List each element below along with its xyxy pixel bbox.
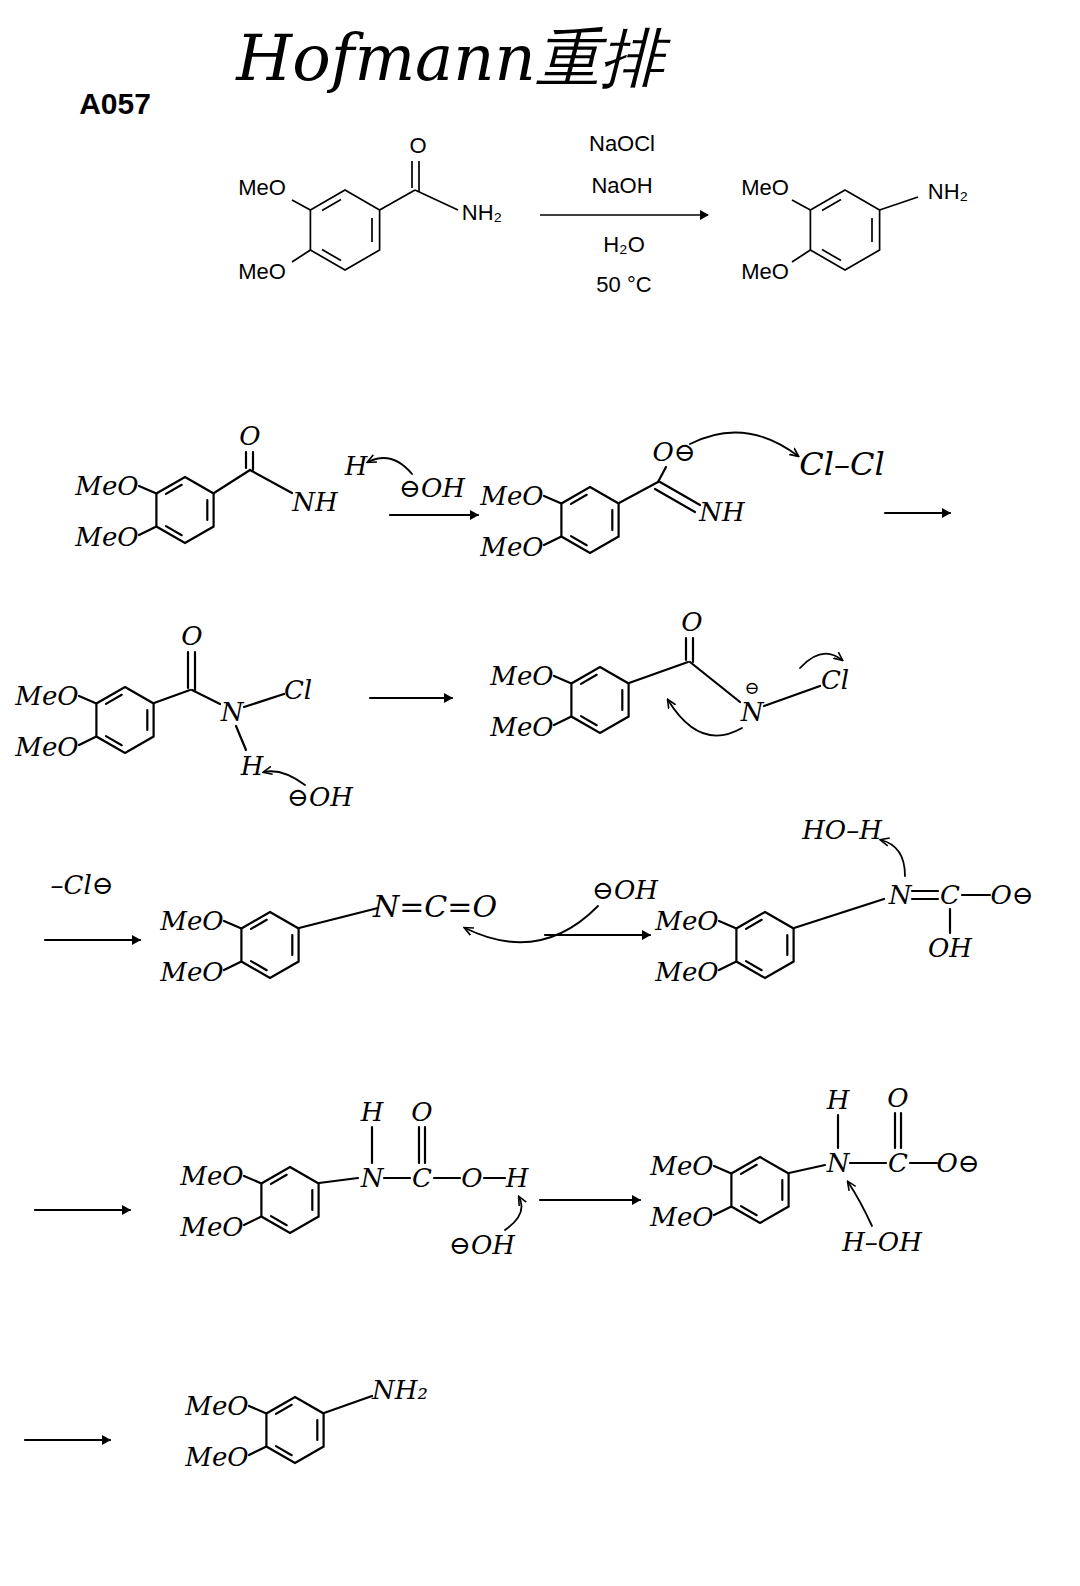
atom-label: MeO [160,907,223,936]
atom-label: H [241,752,264,781]
reagent-label: NaOCl [589,132,655,156]
atom-label: O [409,134,426,158]
atom-label: O⊖ [652,438,695,467]
compound-number: A057 [79,87,151,120]
atom-label: O [461,1164,482,1193]
atom-label: Cl [284,676,312,705]
atom-label: MeO [15,682,78,711]
atom-label: H [361,1098,384,1127]
atom-label: N [741,698,764,727]
atom-label: –Cl⊖ [51,871,114,900]
page-title: Hofmann重排 [236,23,663,93]
atom-label: Cl [821,666,849,695]
atom-label: H [827,1086,850,1115]
atom-label: MeO [490,713,553,742]
atom-label: NH₂ [928,180,968,204]
atom-label: N [361,1164,384,1193]
atom-label: N=C=O [373,890,497,923]
atom-label: ⊖OH [287,783,353,812]
atom-label: N [221,698,244,727]
atom-label: MeO [480,533,543,562]
reagent-label: NaOH [591,174,652,198]
atom-label: O [887,1084,908,1113]
atom-label: ⊖OH [592,876,658,905]
atom-label: OH [928,934,972,963]
atom-label: NH₂ [372,1376,428,1405]
atom-label: MeO [741,260,789,284]
atom-label: ⊖OH [449,1231,515,1260]
atom-label: MeO [650,1152,713,1181]
atom-label: MeO [741,176,789,200]
atom-label: N [889,881,912,910]
atom-label: C [888,1149,908,1178]
atom-label: C [412,1164,432,1193]
atom-label: NH₂ [462,201,502,225]
atom-label: MeO [180,1162,243,1191]
atom-label: MeO [160,958,223,987]
reagent-label: H₂O [603,233,645,257]
atom-label: ⊖ [744,678,759,698]
atom-label: O [411,1098,432,1127]
atom-label: O [239,422,260,451]
atom-label: MeO [75,472,138,501]
atom-label: MeO [650,1203,713,1232]
atom-label: MeO [15,733,78,762]
atom-label: C [940,881,960,910]
atom-label: NH [292,488,337,517]
atom-label: O⊖ [990,881,1033,910]
atom-label: MeO [185,1443,248,1472]
atom-label: MeO [655,958,718,987]
reagent-label: 50 °C [596,273,651,297]
atom-label: N [827,1149,850,1178]
atom-label: MeO [185,1392,248,1421]
atom-label: O⊖ [936,1149,979,1178]
atom-label: ⊖OH [399,474,465,503]
atom-label: H [345,452,368,481]
atom-label: MeO [480,482,543,511]
atom-label: MeO [75,523,138,552]
atom-label: Cl–Cl [799,447,884,482]
atom-label: H–OH [842,1228,922,1257]
atom-label: MeO [238,260,286,284]
atom-label: MeO [238,176,286,200]
atom-label: O [681,608,702,637]
atom-label: MeO [655,907,718,936]
atom-label: MeO [490,662,553,691]
atom-label: O [181,622,202,651]
atom-label: HO–H [802,816,882,845]
atom-label: NH [699,498,744,527]
atom-label: MeO [180,1213,243,1242]
atom-label: H [506,1164,529,1193]
